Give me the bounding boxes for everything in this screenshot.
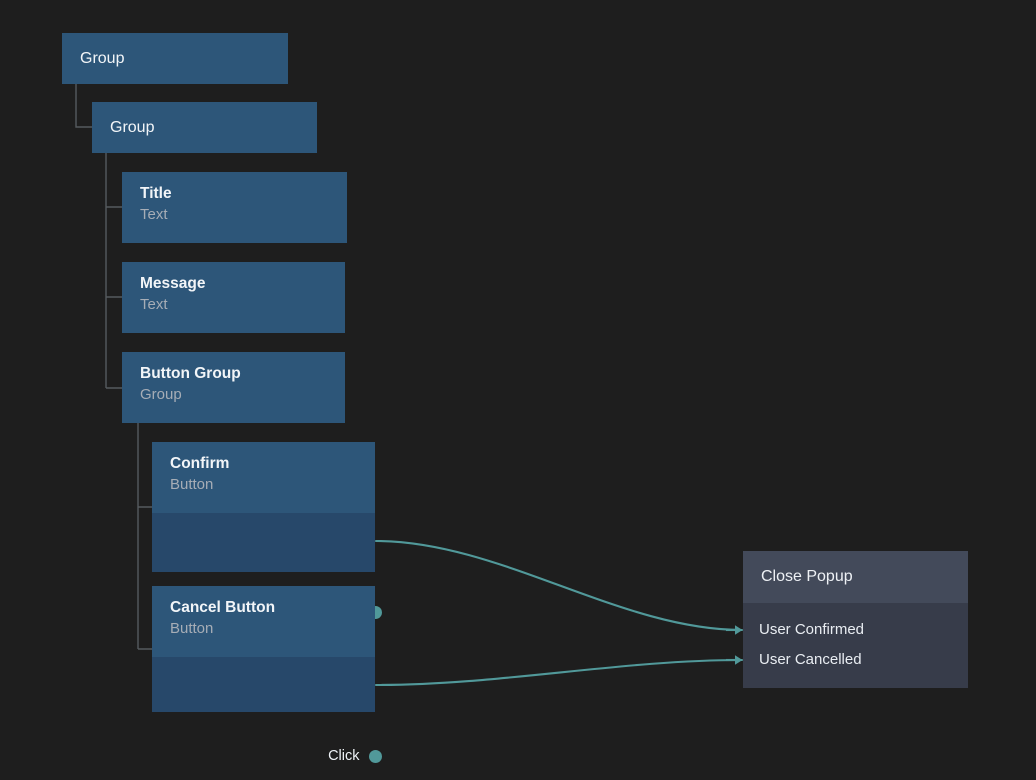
node-header: Button Group Group <box>122 352 345 423</box>
node-subtitle: Text <box>140 296 168 313</box>
node-group-root[interactable]: Group <box>62 33 288 84</box>
node-header: Confirm Button <box>152 442 375 513</box>
node-subtitle: Group <box>140 386 182 403</box>
node-subtitle: Text <box>140 206 168 223</box>
node-body: User Confirmed User Cancelled <box>726 603 968 688</box>
node-title: Group <box>110 118 155 136</box>
output-port-label: Click <box>328 748 360 764</box>
output-port-dot[interactable] <box>368 749 382 763</box>
node-header: Title Text <box>122 172 347 243</box>
node-title: Button Group <box>140 365 241 382</box>
node-message-text[interactable]: Message Text <box>122 262 345 333</box>
node-header: Message Text <box>122 262 345 333</box>
node-subtitle: Button <box>170 476 214 493</box>
node-close-popup[interactable]: Close Popup User Confirmed User Cancelle… <box>726 551 968 688</box>
node-subtitle: Button <box>170 620 214 637</box>
node-body: Click <box>152 657 382 764</box>
node-header: Cancel Button Button <box>152 586 375 657</box>
input-port-user-cancelled[interactable]: User Cancelled <box>726 645 968 675</box>
node-title: Message <box>140 275 206 292</box>
tree-link-root-to-group <box>75 84 92 128</box>
node-header: Group <box>62 33 288 84</box>
node-title: Confirm <box>170 455 230 472</box>
arrow-right-icon <box>726 625 743 635</box>
node-button-group[interactable]: Button Group Group <box>122 352 345 423</box>
node-cancel-button[interactable]: Cancel Button Button Click <box>152 586 382 764</box>
connection-confirm-to-user-confirmed <box>374 539 744 632</box>
tree-link-group-to-children <box>105 153 122 389</box>
node-confirm-button[interactable]: Confirm Button Click <box>152 442 382 620</box>
tree-link-buttongroup-to-buttons <box>137 423 152 650</box>
input-port-user-confirmed[interactable]: User Confirmed <box>726 615 968 645</box>
node-header: Group <box>92 102 317 153</box>
node-title: Group <box>80 49 125 67</box>
arrow-right-icon <box>726 655 743 665</box>
node-header: Close Popup <box>743 551 968 603</box>
connection-cancel-to-user-cancelled <box>374 658 744 687</box>
input-port-label: User Confirmed <box>759 621 865 638</box>
input-port-label: User Cancelled <box>759 651 862 668</box>
node-title: Close Popup <box>761 568 853 585</box>
output-port-click[interactable]: Click <box>328 747 382 765</box>
node-group-child[interactable]: Group <box>92 102 317 153</box>
node-title-text[interactable]: Title Text <box>122 172 347 243</box>
node-body: Click <box>152 513 382 620</box>
node-title: Cancel Button <box>170 599 276 616</box>
node-title: Title <box>140 185 172 202</box>
